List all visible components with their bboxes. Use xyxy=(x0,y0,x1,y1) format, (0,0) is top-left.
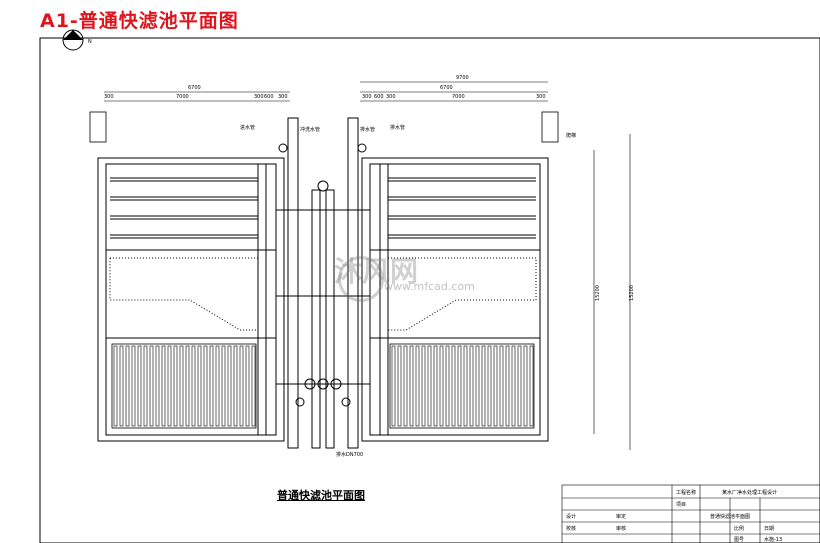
underdrain-bar xyxy=(457,345,462,427)
right-dim-2: 600 xyxy=(374,94,384,100)
underdrain-bar xyxy=(251,345,256,427)
underdrain-bar xyxy=(215,345,220,427)
underdrain-bar xyxy=(203,345,208,427)
drawing-caption: 普通快滤池平面图 xyxy=(277,489,365,502)
underdrain-bar xyxy=(463,345,468,427)
underdrain-bar xyxy=(421,345,426,427)
underdrain-bar xyxy=(113,345,118,427)
side-dimension-lines xyxy=(593,134,631,450)
underdrain-bar xyxy=(221,345,226,427)
left-dim-2: 7000 xyxy=(176,94,189,100)
svg-text:N: N xyxy=(88,39,92,45)
drawing-frame xyxy=(39,37,820,543)
watermark-logo-icon xyxy=(338,256,384,302)
tb-drawing-name: 普通快滤池平面图 xyxy=(710,514,751,520)
left-total-dim: 6700 xyxy=(188,85,201,91)
underdrain-bar xyxy=(137,345,142,427)
underdrain-bar xyxy=(191,345,196,427)
right-total-dim: 6700 xyxy=(440,85,453,91)
side-dim-b: 15200 xyxy=(628,285,635,301)
underdrain-bar xyxy=(149,345,154,427)
underdrain-bar xyxy=(239,345,244,427)
underdrain-bar xyxy=(427,345,432,427)
underdrain-bar xyxy=(445,345,450,427)
tb-review: 审核 xyxy=(616,526,627,532)
underdrain-bar xyxy=(487,345,492,427)
underdrain-bar xyxy=(161,345,166,427)
watermark-url: www.mfcad.com xyxy=(384,280,475,293)
underdrain-bar xyxy=(167,345,172,427)
underdrain-bar xyxy=(433,345,438,427)
tb-check: 校核 xyxy=(566,526,577,532)
top-dimension-lines xyxy=(104,81,548,102)
underdrain-bar xyxy=(493,345,498,427)
right-total-top-dim: 9700 xyxy=(456,75,469,81)
tb-project-value: 某水厂净水处理工程设计 xyxy=(722,490,778,496)
right-dim-3: 300 xyxy=(386,94,396,100)
tb-project-label: 工程名称 xyxy=(676,490,697,496)
pipe-label-inlet: 进水管 xyxy=(240,125,256,131)
left-dim-5: 300 xyxy=(278,94,288,100)
underdrain-bar xyxy=(155,345,160,427)
underdrain-bar xyxy=(131,345,136,427)
underdrain-bar xyxy=(439,345,444,427)
right-dim-4: 7000 xyxy=(452,94,465,100)
underdrain-bar xyxy=(475,345,480,427)
title-block-frame xyxy=(561,484,820,543)
page-title: A1-普通快滤池平面图 xyxy=(40,10,239,32)
pipe-label-drain-1: 排水管 xyxy=(360,127,376,133)
underdrain-bar xyxy=(197,345,202,427)
left-stair xyxy=(89,111,107,143)
tb-scale: 比例 xyxy=(734,526,745,532)
side-dim-a: 15200 xyxy=(594,285,601,301)
underdrain-bar xyxy=(469,345,474,427)
stair-label: 爬梯 xyxy=(566,133,577,139)
underdrain-bar xyxy=(505,345,510,427)
watermark-brand: 沐风网 xyxy=(334,255,419,288)
underdrain-bar xyxy=(143,345,148,427)
underdrain-bar xyxy=(403,345,408,427)
tb-drawing-no-label: 图号 xyxy=(734,537,745,543)
left-underdrain-grid xyxy=(111,343,257,429)
underdrain-bar xyxy=(481,345,486,427)
bottom-pipe-label: 排水DN700 xyxy=(336,452,364,458)
tb-drawing-no: 水施-13 xyxy=(764,537,783,543)
tb-item-label: 项目 xyxy=(676,502,687,508)
tb-design: 设计 xyxy=(566,514,577,520)
underdrain-bar xyxy=(245,345,250,427)
underdrain-bar xyxy=(511,345,516,427)
right-dim-5: 300 xyxy=(536,94,546,100)
underdrain-bar xyxy=(391,345,396,427)
underdrain-bar xyxy=(415,345,420,427)
right-dim-1: 300 xyxy=(362,94,372,100)
underdrain-bar xyxy=(529,345,534,427)
underdrain-bar xyxy=(179,345,184,427)
pipe-label-wash: 冲洗水管 xyxy=(300,127,321,133)
underdrain-bar xyxy=(173,345,178,427)
left-dim-4: 600 xyxy=(264,94,274,100)
underdrain-bar xyxy=(523,345,528,427)
underdrain-bar xyxy=(397,345,402,427)
underdrain-bar xyxy=(517,345,522,427)
underdrain-bar xyxy=(409,345,414,427)
left-dim-1: 300 xyxy=(104,94,114,100)
underdrain-bar xyxy=(227,345,232,427)
pipe-label-drain-2: 排水管 xyxy=(390,125,406,131)
right-underdrain-grid xyxy=(389,343,535,429)
underdrain-bar xyxy=(125,345,130,427)
underdrain-bar xyxy=(499,345,504,427)
left-dim-3: 300 xyxy=(254,94,264,100)
underdrain-bar xyxy=(451,345,456,427)
left-filter-tank xyxy=(97,157,285,442)
right-stair xyxy=(541,111,559,143)
underdrain-bar xyxy=(233,345,238,427)
underdrain-bar xyxy=(185,345,190,427)
underdrain-bar xyxy=(209,345,214,427)
north-arrow-icon: N xyxy=(62,29,92,51)
tb-approve: 审定 xyxy=(616,514,627,520)
underdrain-bar xyxy=(119,345,124,427)
tb-date: 日期 xyxy=(764,526,775,532)
